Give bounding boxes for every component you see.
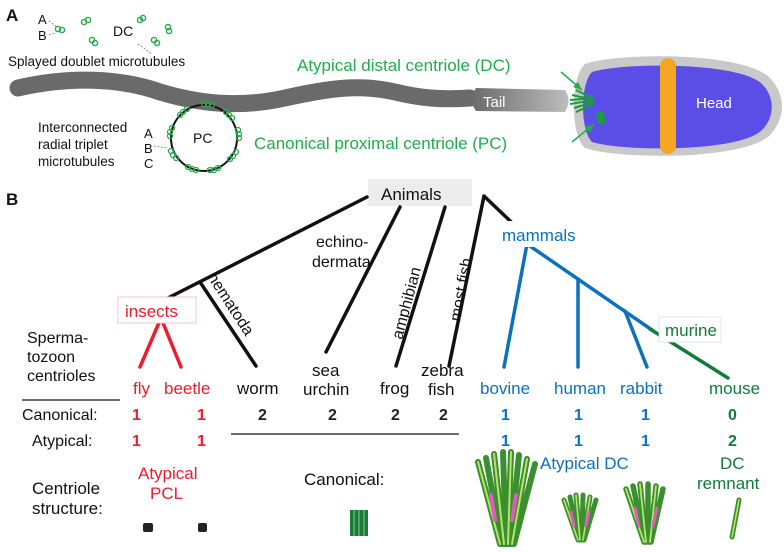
atypical-count-fly: 1 — [132, 433, 141, 450]
tree-insect-branches — [138, 316, 183, 369]
pc-letter-c: C — [144, 156, 153, 171]
structure-label-2: structure: — [32, 499, 103, 518]
canonical-centriole-icon — [350, 510, 368, 536]
rabbit-atypical-dc-icon — [623, 481, 666, 545]
species-fly: fly — [133, 379, 151, 398]
animals-root-box — [368, 179, 472, 206]
species-worm: worm — [236, 379, 279, 398]
atypical-row-label: Atypical: — [32, 433, 92, 450]
dc-letter-a-leader — [48, 20, 58, 28]
canonical-count-worm: 2 — [258, 407, 267, 424]
insects-box — [117, 296, 197, 324]
pc-triplet-icons — [166, 100, 243, 174]
atypical-pcl-label-2: PCL — [150, 484, 183, 503]
canonical-pc-arrowhead — [585, 124, 594, 133]
tail-label: Tail — [483, 94, 506, 111]
species-sea-urchin-1: sea — [312, 361, 340, 380]
spermatozoon-header-2: tozoon — [27, 349, 75, 366]
atypical-dc-icon — [569, 89, 595, 113]
murine-label: murine — [665, 321, 717, 340]
bovine-atypical-dc-icon — [475, 449, 538, 547]
dc-remnant-label-1: DC — [720, 454, 745, 473]
species-zebra-fish-1: zebra — [421, 361, 464, 380]
spermatozoon-header-3: centrioles — [27, 368, 95, 385]
dc-tag: DC — [113, 23, 133, 39]
most-fish-label: most fish — [447, 257, 476, 323]
canonical-count-fly: 1 — [132, 407, 141, 424]
atypical-count-human: 1 — [574, 433, 583, 450]
atypical-count-beetle: 1 — [197, 433, 206, 450]
amphibian-label: amphibian — [389, 265, 425, 341]
canonical-structure-label: Canonical: — [304, 470, 384, 489]
canonical-count-rabbit: 1 — [641, 407, 650, 424]
atypical-count-bovine: 1 — [501, 433, 510, 450]
atypical-count-rabbit: 1 — [641, 433, 650, 450]
species-frog: frog — [380, 379, 409, 398]
atypical-dc-struct-label: Atypical DC — [540, 454, 629, 473]
dc-letter-b-leader — [48, 32, 57, 36]
dc-letter-a: A — [38, 12, 47, 27]
species-rabbit: rabbit — [620, 379, 663, 398]
animals-root-label: Animals — [381, 185, 441, 204]
mammals-label: mammals — [502, 226, 576, 245]
mouse-dc-remnant-icon — [729, 497, 742, 540]
canonical-count-zebra-fish: 2 — [439, 407, 448, 424]
pc-tag: PC — [193, 130, 212, 146]
atypical-dc-label: Atypical distal centriole (DC) — [297, 56, 511, 75]
atypical-pcl-label-1: Atypical — [138, 464, 198, 483]
canonical-row-label: Canonical: — [22, 407, 98, 424]
dc-doublet-icons — [54, 14, 173, 47]
sperm-tail — [9, 71, 479, 113]
canonical-count-human: 1 — [574, 407, 583, 424]
human-atypical-dc-icon — [561, 492, 599, 543]
species-bovine: bovine — [480, 379, 530, 398]
pc-letter-b: B — [144, 141, 153, 156]
canonical-count-sea-urchin: 2 — [328, 407, 337, 424]
interconnected-label-1: Interconnected — [38, 120, 127, 135]
tail-segment — [472, 88, 569, 112]
atypical-dc-arrowhead — [573, 82, 582, 90]
pcl-icons — [143, 523, 207, 532]
pc-letter-a: A — [144, 126, 153, 141]
pc-letter-leaders — [153, 145, 169, 149]
insects-label: insects — [125, 302, 178, 321]
canonical-count-mouse: 0 — [728, 407, 737, 424]
head-label: Head — [696, 95, 732, 112]
echinodermata-label-2: dermata — [312, 254, 371, 271]
tree-black-branches — [162, 194, 530, 368]
spermatozoon-header-1: Sperma- — [27, 330, 88, 347]
splayed-doublet-label: Splayed doublet microtubules — [8, 54, 185, 69]
canonical-count-frog: 2 — [391, 407, 400, 424]
canonical-count-beetle: 1 — [197, 407, 206, 424]
dc-letter-b: B — [38, 28, 47, 43]
dc-remnant-label-2: remnant — [697, 474, 760, 493]
interconnected-label-3: microtubules — [38, 154, 115, 169]
species-sea-urchin-2: urchin — [303, 380, 349, 399]
species-beetle: beetle — [164, 379, 210, 398]
sperm-head — [573, 56, 782, 156]
canonical-pc-label: Canonical proximal centriole (PC) — [254, 134, 507, 153]
atypical-count-mouse: 2 — [728, 433, 737, 450]
canonical-count-bovine: 1 — [501, 407, 510, 424]
murine-box — [658, 316, 722, 343]
mammals-box — [495, 221, 571, 247]
panel-a-label: A — [6, 6, 18, 25]
species-mouse: mouse — [709, 379, 760, 398]
echinodermata-label-1: echino- — [316, 234, 368, 251]
dc-tag-leader — [137, 43, 153, 55]
tree-mammal-branches — [502, 242, 654, 369]
canonical-pc-icon — [595, 110, 607, 126]
species-human: human — [554, 379, 606, 398]
interconnected-label-2: radial triplet — [38, 137, 108, 152]
panel-b-label: B — [6, 190, 18, 209]
structure-label-1: Centriole — [32, 479, 100, 498]
species-zebra-fish-2: fish — [428, 380, 454, 399]
